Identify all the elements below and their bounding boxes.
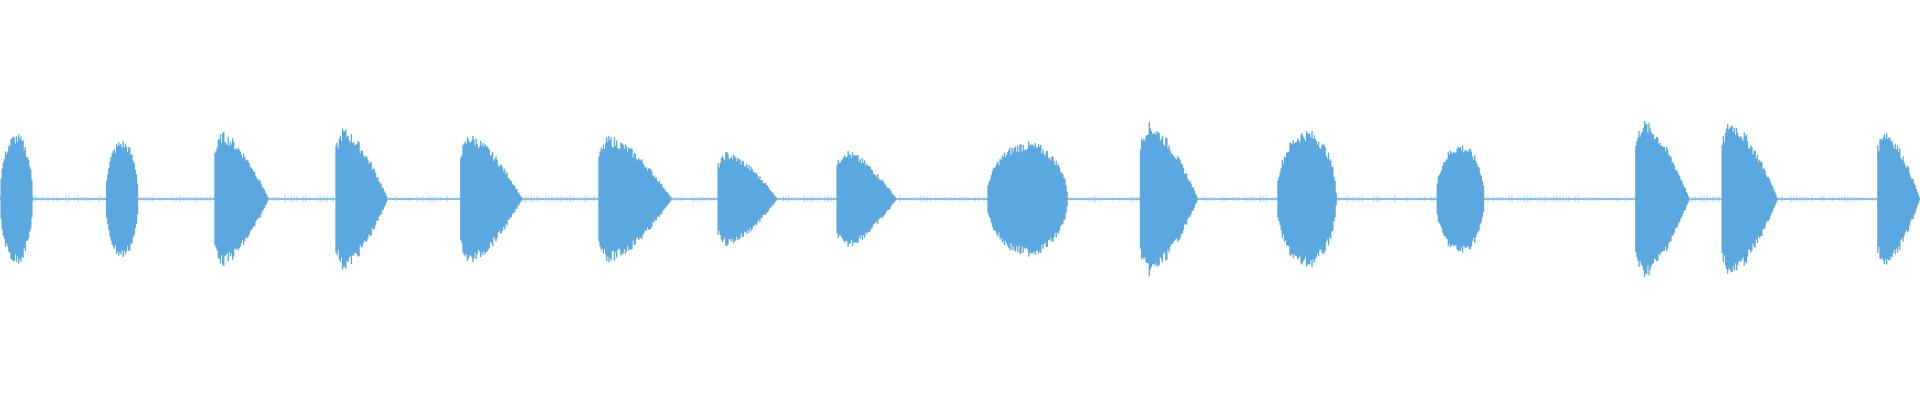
waveform-burst-1 [0, 134, 33, 264]
waveform-burst-3 [214, 131, 269, 267]
waveform-burst-8 [836, 151, 898, 247]
waveform-burst-11 [1277, 130, 1337, 268]
waveform-burst-2 [106, 140, 139, 258]
waveform-burst-9 [987, 141, 1068, 257]
waveform-burst-10 [1139, 121, 1199, 277]
waveform-burst-4 [335, 128, 389, 270]
waveform-burst-12 [1436, 145, 1485, 253]
waveform-burst-15 [1877, 133, 1920, 265]
waveform-burst-13 [1635, 121, 1690, 277]
waveform-burst-5 [460, 135, 522, 263]
waveform-burst-7 [717, 152, 779, 246]
waveform-burst-14 [1721, 124, 1778, 274]
waveform-burst-6 [598, 135, 673, 263]
